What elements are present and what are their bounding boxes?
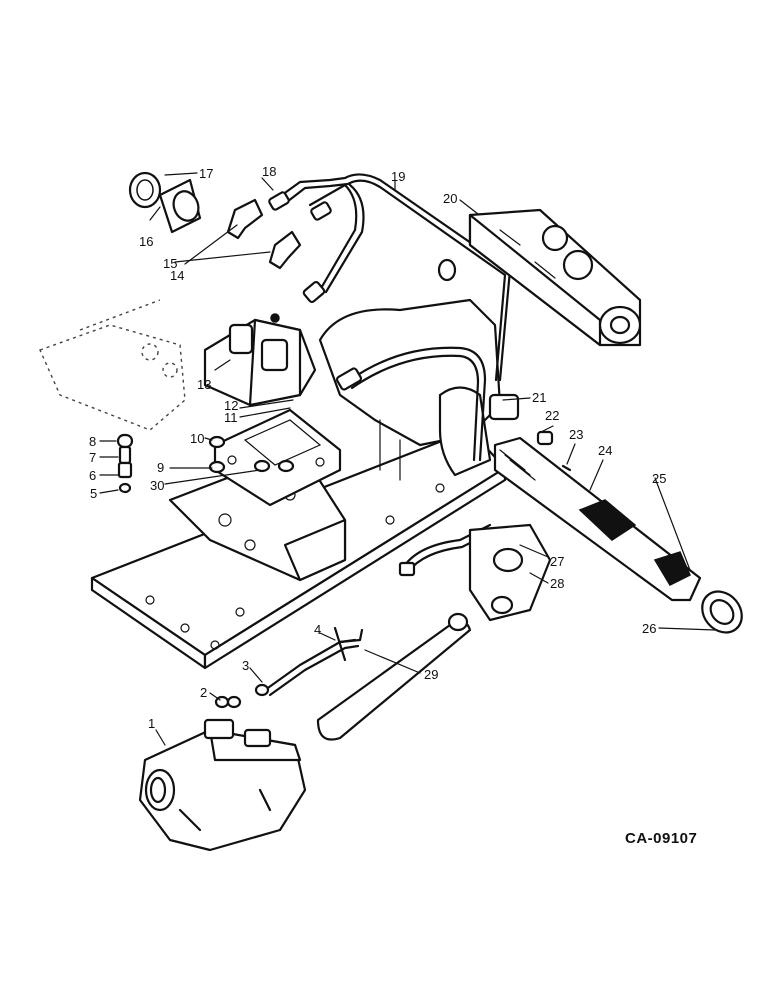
bearing-and-seal xyxy=(128,171,202,234)
label-6: 6 xyxy=(89,468,96,483)
phantom-outline xyxy=(39,299,186,431)
label-5: 5 xyxy=(90,486,97,501)
label-30: 30 xyxy=(150,478,164,493)
label-2: 2 xyxy=(200,685,207,700)
label-3: 3 xyxy=(242,658,249,673)
label-18: 18 xyxy=(262,164,276,179)
label-23: 23 xyxy=(569,427,583,442)
label-8: 8 xyxy=(89,434,96,449)
leader-lines xyxy=(99,172,716,746)
label-16: 16 xyxy=(139,234,153,249)
label-17: 17 xyxy=(199,166,213,181)
rockshaft xyxy=(493,430,743,634)
rockshaft-housing xyxy=(318,258,502,481)
cylinder xyxy=(316,612,472,741)
pump-housing xyxy=(138,718,307,852)
label-4: 4 xyxy=(314,622,321,637)
label-27: 27 xyxy=(550,554,564,569)
elbow-fitting-14 xyxy=(268,230,302,270)
label-1: 1 xyxy=(148,716,155,731)
label-28: 28 xyxy=(550,576,564,591)
label-29: 29 xyxy=(424,667,438,682)
drawing-code: CA-09107 xyxy=(625,830,697,847)
label-25: 25 xyxy=(652,471,666,486)
label-24: 24 xyxy=(598,443,612,458)
label-14: 14 xyxy=(170,268,184,283)
label-10: 10 xyxy=(190,431,204,446)
lift-bracket xyxy=(468,208,642,347)
label-26: 26 xyxy=(642,621,656,636)
elbow-fitting-15 xyxy=(226,198,264,240)
lift-arm xyxy=(468,523,552,622)
label-21: 21 xyxy=(532,390,546,405)
label-15: 15 xyxy=(163,256,177,271)
pipe-4 xyxy=(263,626,364,697)
label-7: 7 xyxy=(89,450,96,465)
label-22: 22 xyxy=(545,408,559,423)
label-19: 19 xyxy=(391,169,405,184)
label-11: 11 xyxy=(224,410,238,425)
callout-labels: 1 2 3 4 5 6 7 8 9 10 11 12 13 14 15 16 1… xyxy=(89,164,666,731)
fasteners xyxy=(116,433,295,709)
control-valve xyxy=(203,313,317,407)
label-12: 12 xyxy=(224,398,238,413)
label-9: 9 xyxy=(157,460,164,475)
label-13: 13 xyxy=(197,377,211,392)
label-20: 20 xyxy=(443,191,457,206)
hydraulic-tubes xyxy=(273,173,512,574)
